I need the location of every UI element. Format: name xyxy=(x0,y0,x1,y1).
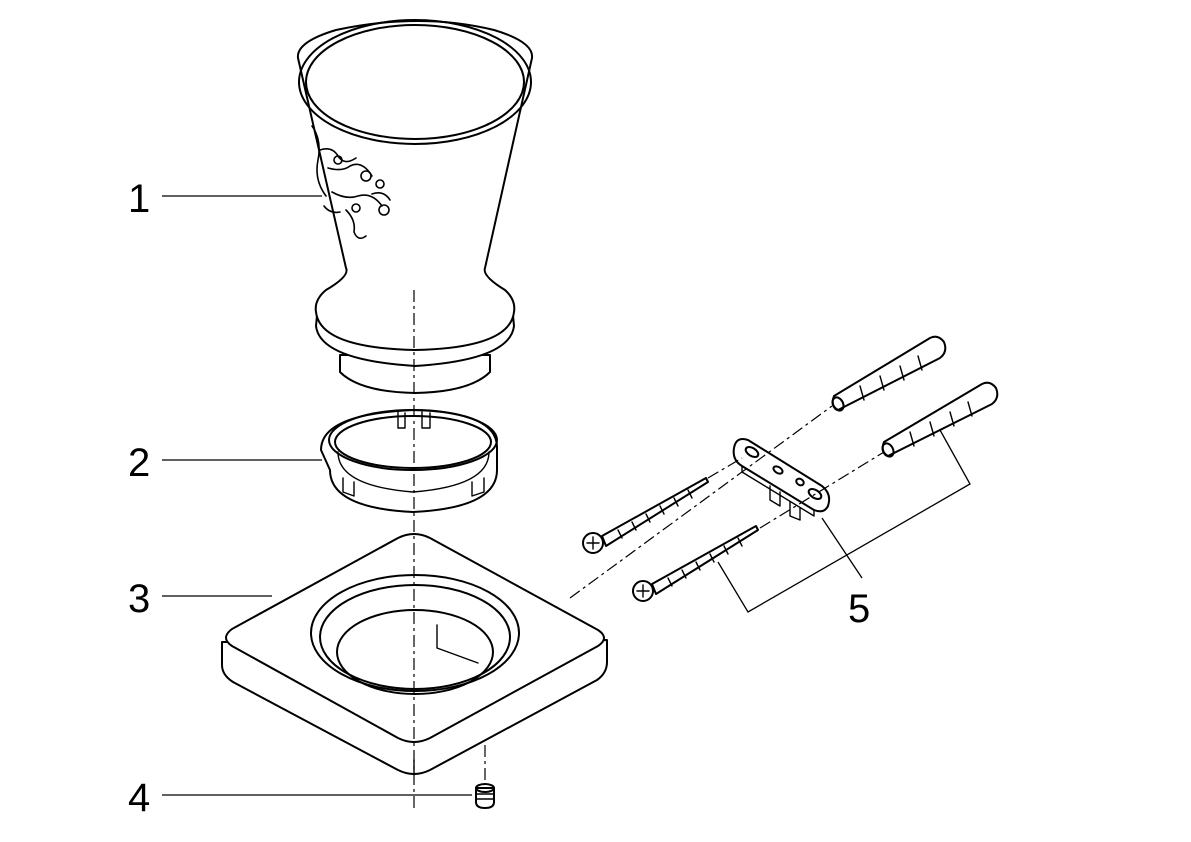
wall-bracket xyxy=(732,438,831,521)
mounting-axis-lower xyxy=(759,451,885,529)
retaining-ring xyxy=(320,409,499,513)
wall-plug-lower xyxy=(881,381,999,458)
callout-5: 5 xyxy=(848,587,870,631)
callout-1: 1 xyxy=(128,177,150,221)
set-screw xyxy=(475,783,495,809)
mounting-axis-screw xyxy=(707,457,743,479)
screw-upper xyxy=(582,477,709,554)
screw-lower xyxy=(632,525,759,602)
mounting-axis-upper xyxy=(569,405,833,599)
callout-3: 3 xyxy=(128,577,150,621)
leader-lines xyxy=(162,195,971,796)
callout-4: 4 xyxy=(128,776,150,820)
floral-ornament xyxy=(311,125,391,240)
wall-plug-upper xyxy=(831,335,947,412)
callout-2: 2 xyxy=(128,441,150,485)
glass-tumbler xyxy=(296,19,534,394)
